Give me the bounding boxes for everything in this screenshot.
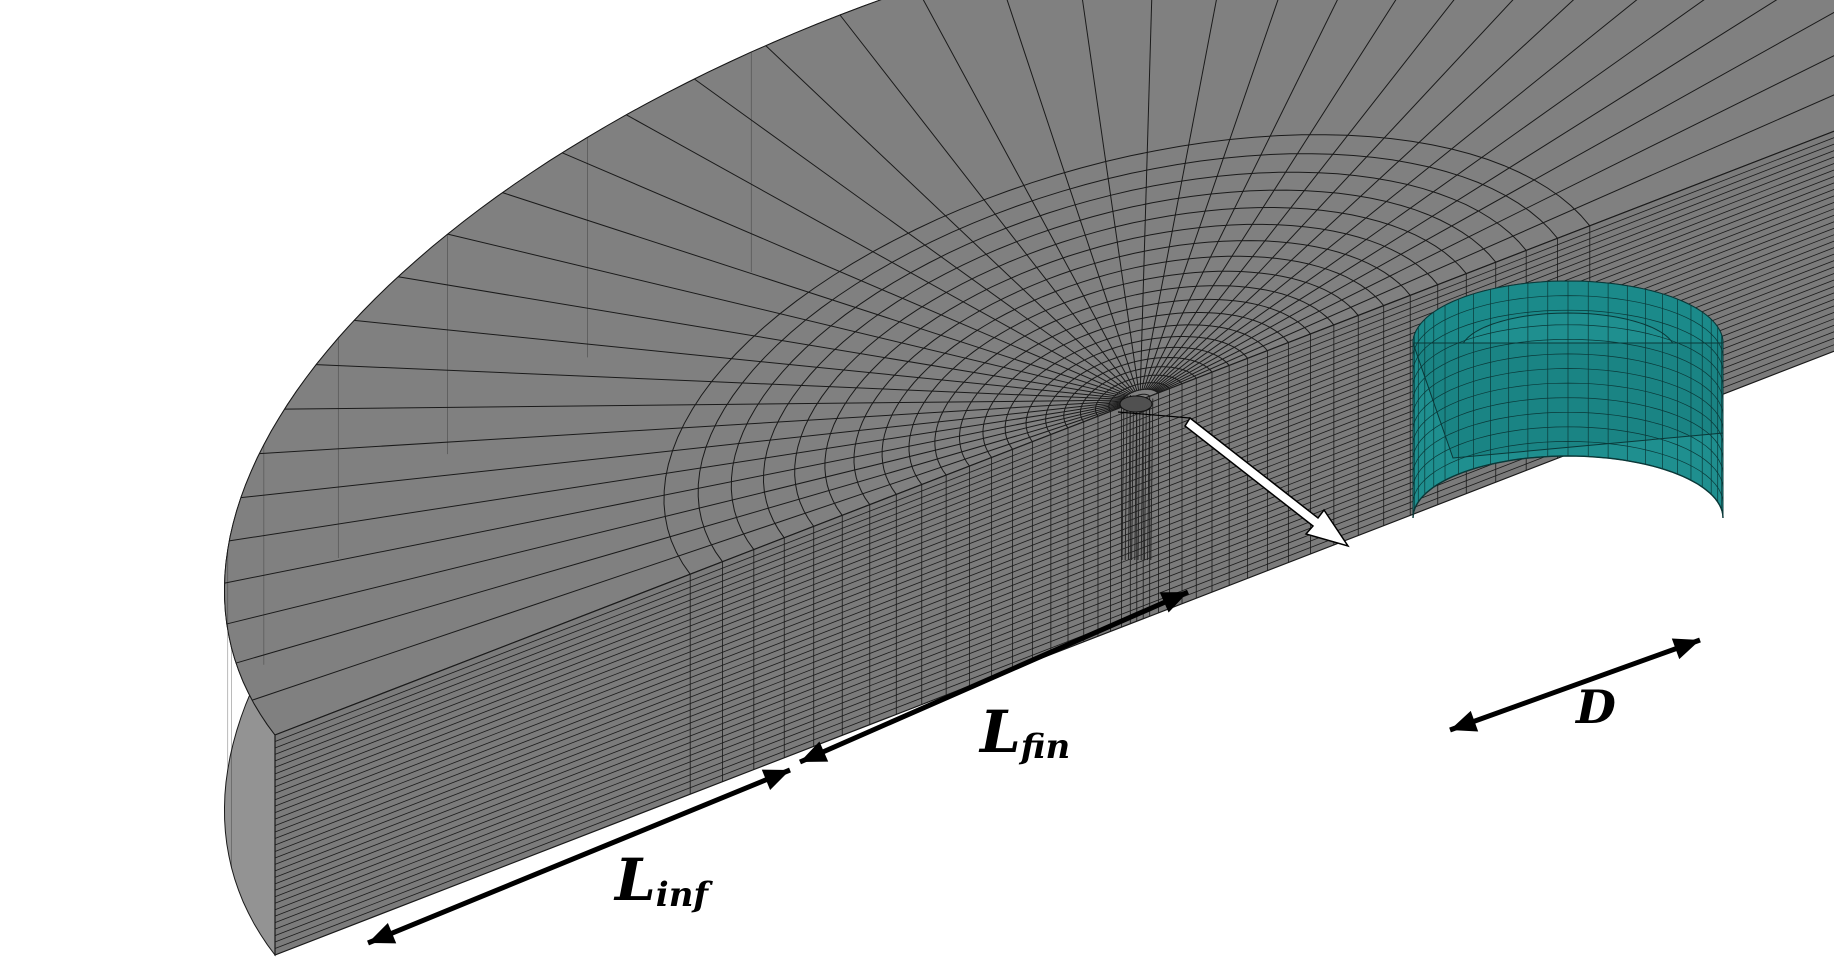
pile-location-dense-mesh bbox=[1119, 393, 1154, 561]
d-label: D bbox=[1574, 680, 1616, 734]
l-fin-dimension-arrow bbox=[798, 589, 1190, 765]
l-fin-label: Lfin bbox=[978, 698, 1070, 767]
pile-detail bbox=[1412, 280, 1724, 519]
d-dimension-arrow bbox=[1449, 637, 1701, 733]
pile-mesh-lines bbox=[1412, 281, 1724, 519]
soil-domain-mesh bbox=[223, 0, 1834, 957]
top-face bbox=[223, 0, 1834, 736]
l-inf-label: Linf bbox=[613, 846, 713, 915]
top-face-ring-lines bbox=[663, 134, 1591, 575]
zoom-arrow bbox=[1117, 411, 1350, 548]
dimension-arrows bbox=[367, 589, 1701, 946]
l-inf-dimension-arrow bbox=[367, 767, 791, 946]
side-face-lines bbox=[227, 52, 752, 868]
front-face-layer-lines bbox=[274, 137, 1834, 949]
top-face-radial-lines bbox=[224, 0, 1834, 701]
